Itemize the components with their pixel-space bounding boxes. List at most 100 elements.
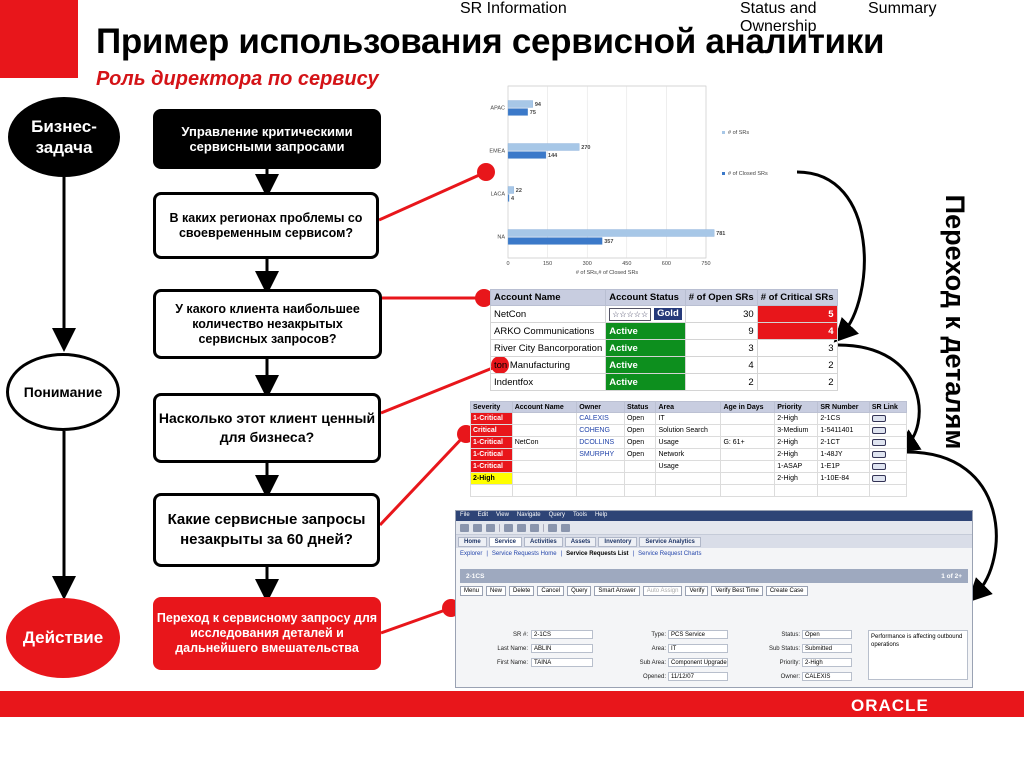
first-name-field[interactable]: TAINA	[531, 658, 593, 667]
link-icon[interactable]	[871, 462, 886, 470]
sr-link[interactable]	[868, 424, 908, 437]
cancel-button[interactable]: Cancel	[537, 585, 565, 596]
tab-service[interactable]: Service	[488, 536, 523, 547]
sr-link[interactable]	[868, 412, 908, 425]
back-icon[interactable]	[548, 523, 557, 532]
delete-button[interactable]: Delete	[509, 585, 535, 596]
link-icon[interactable]	[871, 450, 886, 458]
save-icon[interactable]	[460, 523, 469, 532]
col-owner[interactable]: Owner	[576, 401, 625, 413]
sr-number-field[interactable]: 2-1CS	[531, 630, 593, 639]
menu-view[interactable]: View	[496, 512, 509, 518]
critical-srs: 5	[756, 305, 838, 323]
priority-field[interactable]: 2-High	[802, 658, 852, 667]
col-account-name[interactable]: Account Name	[511, 401, 578, 413]
create-case-button[interactable]: Create Case	[765, 585, 808, 596]
account-name[interactable]: ARKO Communications	[489, 322, 607, 340]
type-field[interactable]: PCS Service	[668, 630, 728, 639]
link-icon[interactable]	[871, 474, 886, 482]
col-status[interactable]: Status	[623, 401, 657, 413]
sr-number[interactable]: 1-10E-84	[817, 472, 870, 485]
sr-link[interactable]	[868, 448, 908, 461]
summary-textarea[interactable]: Performance is affecting outbound operat…	[868, 630, 968, 680]
auto-assign-button[interactable]: Auto Assign	[642, 585, 683, 596]
paste-icon[interactable]	[530, 523, 539, 532]
status-field[interactable]: Open	[802, 630, 852, 639]
query-button[interactable]: Query	[567, 585, 592, 596]
col-open-srs[interactable]: # of Open SRs	[684, 289, 758, 306]
forward-icon[interactable]	[561, 523, 570, 532]
menu-tools[interactable]: Tools	[572, 512, 587, 518]
menu-help[interactable]: Help	[594, 512, 608, 518]
subnav-sr-home[interactable]: Service Requests Home	[491, 550, 557, 557]
col-account-status[interactable]: Account Status	[605, 289, 686, 306]
col-area[interactable]: Area	[655, 401, 722, 413]
col-severity[interactable]: Severity	[470, 401, 513, 413]
sr-number[interactable]: 1-E1P	[817, 460, 870, 473]
col-sr-link[interactable]: SR Link	[868, 401, 908, 413]
owner-field[interactable]: CALEXIS	[802, 672, 852, 681]
last-name-field[interactable]: ABLIN	[531, 644, 593, 653]
sr-number[interactable]: 1-5411401	[817, 424, 870, 437]
menu-edit[interactable]: Edit	[477, 512, 489, 518]
subnav-sr-list[interactable]: Service Requests List	[566, 550, 629, 557]
refresh-icon[interactable]	[486, 523, 495, 532]
pager[interactable]: 1 of 2+	[941, 572, 962, 580]
col-account-name[interactable]: Account Name	[489, 289, 607, 306]
col-age[interactable]: Age in Days	[720, 401, 776, 413]
table-row[interactable]: Indentfox Active 2 2	[489, 373, 838, 391]
menu-query[interactable]: Query	[548, 512, 565, 518]
sr-link[interactable]	[868, 436, 908, 449]
sr-number[interactable]: 2-1CS	[817, 412, 870, 425]
subnav-sr-charts[interactable]: Service Request Charts	[638, 550, 702, 557]
link-icon[interactable]	[871, 426, 886, 434]
table-row[interactable]	[470, 484, 908, 497]
sr-link[interactable]	[868, 484, 908, 497]
table-row[interactable]: ton Manufacturing Active 4 2	[489, 356, 838, 374]
menu-navigate[interactable]: Navigate	[516, 512, 541, 518]
link-icon[interactable]	[871, 438, 886, 446]
cut-icon[interactable]	[504, 523, 513, 532]
col-priority[interactable]: Priority	[774, 401, 819, 413]
sr-link[interactable]	[868, 460, 908, 473]
tab-assets[interactable]: Assets	[564, 536, 597, 547]
area-field[interactable]: IT	[668, 644, 728, 653]
table-row[interactable]: River City Bancorporation Active 3 3	[489, 339, 838, 357]
sub-status-field[interactable]: Submitted	[802, 644, 852, 653]
copy-icon[interactable]	[517, 523, 526, 532]
account-name[interactable]: River City Bancorporation	[489, 339, 607, 357]
verify-best-time-button[interactable]: Verify Best Time	[711, 585, 763, 596]
account-name[interactable]: NetCon	[489, 305, 607, 323]
tab-inventory[interactable]: Inventory	[598, 536, 638, 547]
subnav-explorer[interactable]: Explorer	[460, 550, 483, 557]
menu-file[interactable]: File	[460, 512, 470, 518]
col-critical-srs[interactable]: # of Critical SRs	[756, 289, 838, 306]
sr-number[interactable]: 2-1CT	[817, 436, 870, 449]
account-name[interactable]: Indentfox	[489, 373, 607, 391]
link-icon[interactable]	[871, 414, 886, 422]
tab-service-analytics[interactable]: Service Analytics	[639, 536, 701, 547]
account-name[interactable]: ton Manufacturing	[489, 356, 607, 374]
menu-button[interactable]: Menu	[460, 585, 484, 596]
table-row[interactable]: ARKO Communications Active 9 4	[489, 322, 838, 340]
new-button[interactable]: New	[486, 585, 507, 596]
sr-number[interactable]	[817, 484, 870, 497]
col-sr-number[interactable]: SR Number	[817, 401, 870, 413]
sub-area-field[interactable]: Component Upgrade	[668, 658, 728, 667]
tab-activities[interactable]: Activities	[524, 536, 563, 547]
tab-home[interactable]: Home	[458, 536, 487, 547]
sr-link[interactable]	[868, 472, 908, 485]
table-row[interactable]: NetCon ☆☆☆☆☆ Gold 30 5	[489, 305, 838, 323]
print-icon[interactable]	[473, 523, 482, 532]
status	[623, 460, 657, 473]
verify-button[interactable]: Verify	[685, 585, 709, 596]
opened-field[interactable]: 11/12/07	[668, 672, 728, 681]
sr-number[interactable]: 1-48JY	[817, 448, 870, 461]
smart-answer-button[interactable]: Smart Answer	[594, 585, 640, 596]
